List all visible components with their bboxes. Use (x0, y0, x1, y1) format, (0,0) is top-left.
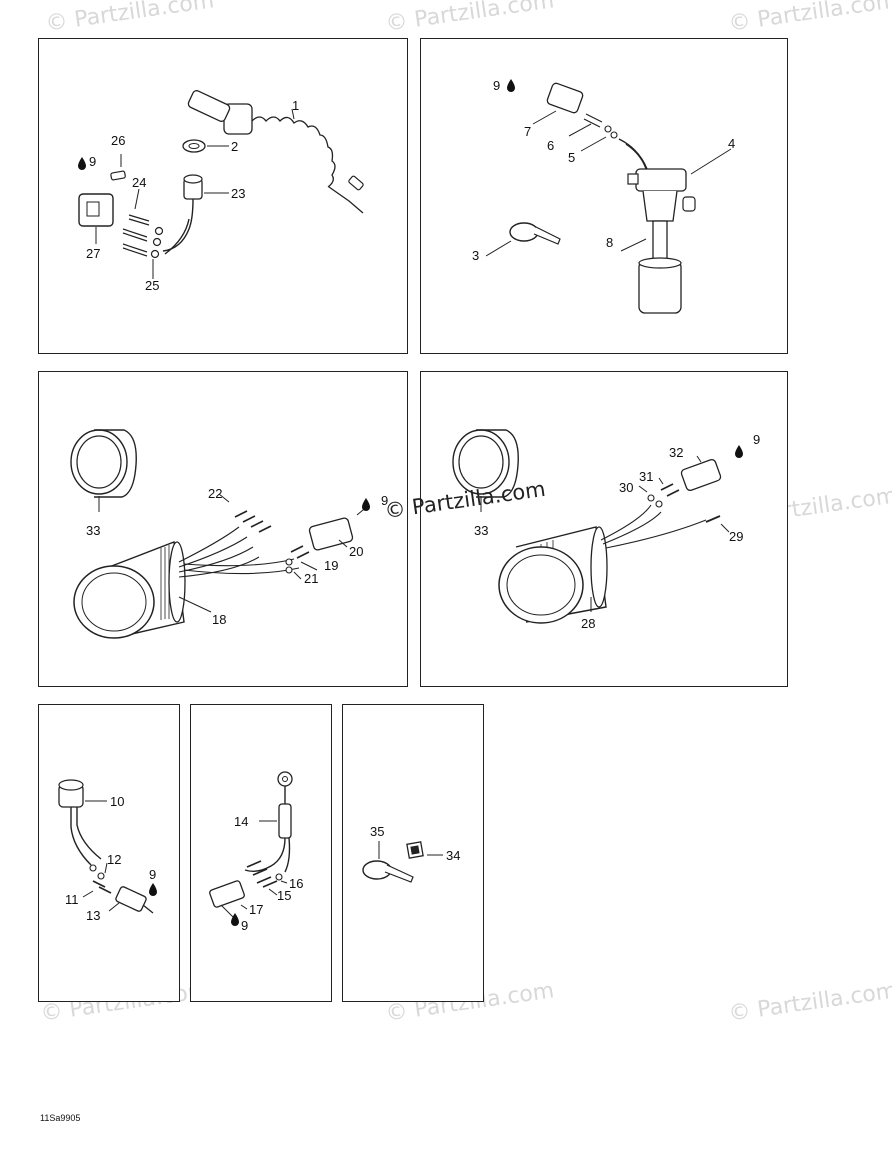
part-number: 18 (212, 612, 227, 627)
panel-gauge-18: 9 18 19 20 21 22 33 (38, 371, 408, 687)
panel-sensor-14: 9 14 15 16 17 (190, 704, 332, 1002)
panel-gauge-28: 9 28 29 30 31 32 33 (420, 371, 788, 687)
part-number: 32 (669, 445, 684, 460)
part-number: 9 (753, 432, 761, 447)
part-number: 9 (381, 493, 389, 508)
panel-tie-and-mount: 34 35 (342, 704, 484, 1002)
part-number: 29 (729, 529, 744, 544)
part-number: 8 (606, 235, 614, 250)
part-number: 9 (241, 918, 249, 933)
part-number: 1 (292, 98, 300, 113)
part-number: 5 (568, 150, 576, 165)
part-number: 14 (234, 814, 249, 829)
panel-3-drawing (70, 429, 370, 639)
part-number: 9 (493, 78, 501, 93)
part-number: 4 (728, 136, 736, 151)
part-number: 26 (111, 133, 126, 148)
watermark: © Partzilla.com (384, 0, 556, 37)
part-number: 20 (349, 544, 364, 559)
part-number: 25 (145, 278, 160, 293)
part-number: 31 (639, 469, 654, 484)
figure-code: 11Sa9905 (40, 1113, 81, 1123)
part-number: 2 (231, 139, 239, 154)
part-number: 30 (619, 480, 634, 495)
part-number: 22 (208, 486, 223, 501)
panel-safety-lanyard: 1 2 9 23 24 25 26 27 (38, 38, 408, 354)
part-number: 3 (472, 248, 480, 263)
part-number: 10 (110, 794, 125, 809)
part-number: 19 (324, 558, 339, 573)
panel-2-drawing (485, 79, 732, 314)
panel-1-drawing (78, 90, 364, 279)
part-number: 23 (231, 186, 246, 201)
panel-6-drawing (209, 771, 293, 926)
part-number: 12 (107, 852, 122, 867)
part-number: 28 (581, 616, 596, 631)
panel-7-drawing (362, 841, 443, 883)
part-number: 24 (132, 175, 147, 190)
watermark: © Partzilla.com (727, 978, 892, 1027)
part-number: 9 (89, 154, 97, 169)
watermark: © Partzilla.com (727, 0, 892, 37)
part-number: 17 (249, 902, 264, 917)
panel-sensor-10: 9 10 11 12 13 (38, 704, 180, 1002)
panel-fuel-sender: 3 4 5 6 7 8 9 (420, 38, 788, 354)
panel-5-drawing (58, 779, 157, 914)
part-number: 33 (474, 523, 489, 538)
part-number: 21 (304, 571, 319, 586)
part-number: 34 (446, 848, 461, 863)
panel-4-drawing (452, 429, 743, 624)
part-number: 6 (547, 138, 555, 153)
part-number: 15 (277, 888, 292, 903)
part-number: 7 (524, 124, 532, 139)
part-number: 33 (86, 523, 101, 538)
part-number: 27 (86, 246, 101, 261)
watermark: © Partzilla.com (44, 0, 216, 37)
part-number: 35 (370, 824, 385, 839)
part-number: 11 (65, 892, 79, 907)
part-number: 9 (149, 867, 157, 882)
part-number: 16 (289, 876, 304, 891)
part-number: 13 (86, 908, 101, 923)
